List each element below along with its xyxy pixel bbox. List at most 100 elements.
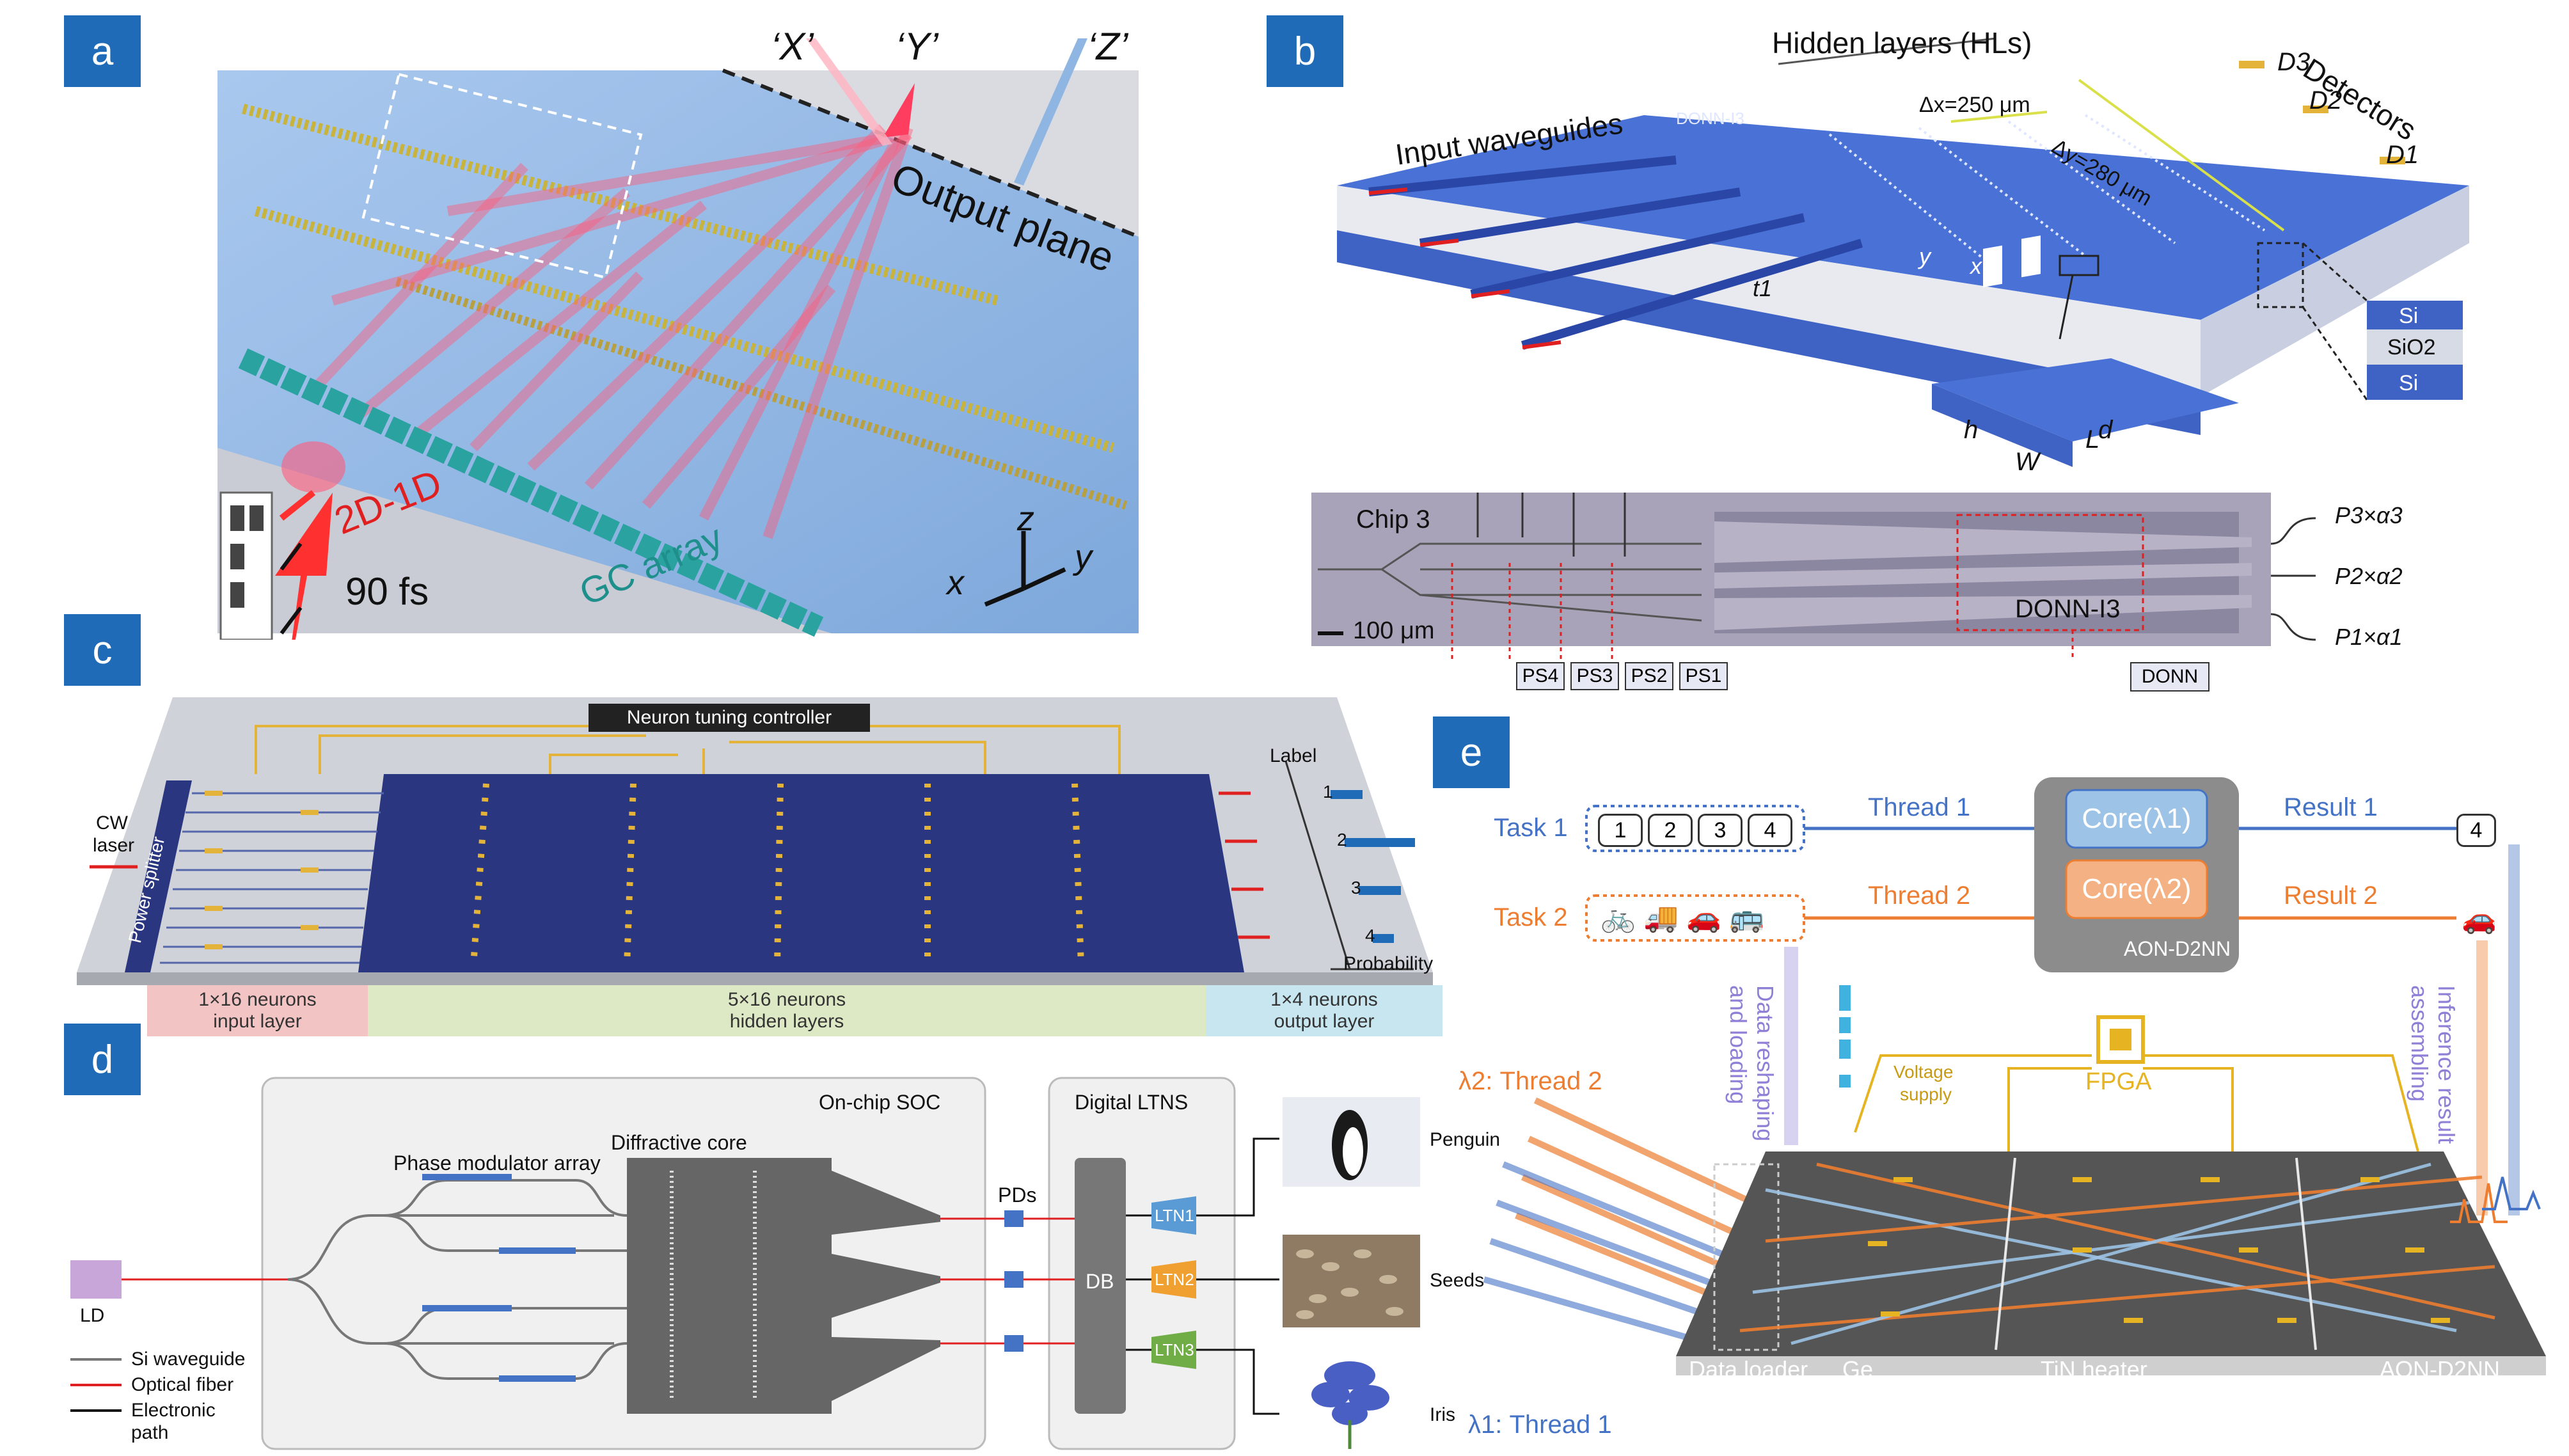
gc-array-bar bbox=[238, 348, 824, 637]
probability-bar-1 bbox=[1331, 790, 1363, 799]
dim-h-label: h bbox=[1964, 416, 1979, 444]
splitter-tree bbox=[160, 792, 384, 964]
panel-c: c Neuron tuning controller CW laser Powe… bbox=[0, 614, 1446, 1036]
chip3-splitter bbox=[1318, 542, 1702, 622]
dy-arrow bbox=[2078, 79, 2285, 232]
cw-laser-line2: laser bbox=[93, 835, 135, 856]
probability-bars bbox=[1331, 790, 1415, 943]
layer-sio2 bbox=[2367, 329, 2463, 365]
d2-label: D2 bbox=[2309, 86, 2343, 115]
truck-icon: 🚚 bbox=[1643, 902, 1679, 933]
output-plane-edge bbox=[722, 68, 1140, 239]
task2-vehicles: 🚲 🚚 🚗 🚌 bbox=[1601, 901, 1764, 934]
p1-label: P1×α1 bbox=[2335, 624, 2403, 650]
zoom-line bbox=[2059, 274, 2074, 340]
phase-modulator-label: Phase modulator array bbox=[393, 1151, 601, 1175]
input-layer-line2: input layer bbox=[213, 1011, 302, 1032]
element-row-1 bbox=[242, 104, 999, 306]
ps4-box: PS4 bbox=[1516, 662, 1565, 690]
t1-label: t1 bbox=[1753, 275, 1773, 301]
voltage-label-line2: supply bbox=[1900, 1084, 1952, 1104]
cw-laser-line1: CW bbox=[96, 812, 128, 834]
data-reshaping-label: Data reshaping and loading bbox=[1725, 985, 1778, 1141]
ps3-box: PS3 bbox=[1570, 662, 1619, 690]
output-label-2: 2 bbox=[1337, 830, 1347, 850]
output-layer-text: 1×4 neurons output layer bbox=[1206, 985, 1443, 1036]
electronic-paths bbox=[1126, 1137, 1279, 1415]
panel-c-badge: c bbox=[64, 614, 141, 686]
diffractive-core-block bbox=[627, 1158, 832, 1414]
panel-e-badge: e bbox=[1433, 716, 1510, 788]
hidden-layer-line1: 5×16 neurons bbox=[727, 989, 846, 1010]
panel-e-illustration bbox=[1483, 777, 2546, 1375]
zoom-box bbox=[2059, 255, 2099, 276]
core2-box bbox=[2065, 859, 2208, 919]
slot-1 bbox=[1983, 245, 2002, 287]
probability-bar-4 bbox=[1373, 934, 1394, 943]
hidden-layer-pattern bbox=[1828, 114, 2266, 270]
d3-label: D3 bbox=[2277, 48, 2311, 76]
chip3-label: Chip 3 bbox=[1356, 505, 1430, 534]
label-axis-title: Label bbox=[1270, 745, 1317, 766]
panel-b-illustration bbox=[1311, 37, 2469, 659]
legend-electronic-1: Electronic bbox=[131, 1400, 216, 1421]
panel-c-illustration bbox=[77, 697, 1443, 1036]
axis-y-label: y bbox=[1075, 538, 1092, 576]
label-z: ‘Z’ bbox=[1087, 25, 1128, 68]
diffractive-core-label: Diffractive core bbox=[611, 1131, 747, 1154]
chip3-horns bbox=[1714, 521, 2252, 630]
detector-d2 bbox=[2303, 106, 2328, 113]
car-icon: 🚗 bbox=[2462, 903, 2497, 935]
ltn1-block bbox=[1151, 1196, 1196, 1235]
hidden-heater-columns bbox=[470, 783, 1084, 967]
chip3-outputs bbox=[2270, 517, 2316, 641]
fpga-label: FPGA bbox=[2085, 1068, 2152, 1095]
fpga-core bbox=[2110, 1029, 2131, 1050]
cross-section-box bbox=[2257, 242, 2304, 308]
chip3-electrodes bbox=[1476, 493, 1626, 557]
dim-l-label: L bbox=[2085, 425, 2100, 454]
layer-si-bottom bbox=[2367, 365, 2463, 400]
output-layer-band bbox=[1206, 985, 1443, 1036]
dim-w-label: W bbox=[2015, 448, 2039, 476]
panel-d-illustration bbox=[70, 1077, 1420, 1450]
ps2-box: PS2 bbox=[1625, 662, 1673, 690]
iris-flower bbox=[1311, 1361, 1389, 1425]
scale-bar-label: 100 μm bbox=[1353, 617, 1435, 644]
chip-right bbox=[2201, 186, 2469, 397]
dx-label: Δx=250 μm bbox=[1919, 93, 2030, 117]
fpga-wires bbox=[1854, 1054, 2419, 1158]
task1-item-2: 2 bbox=[1648, 814, 1693, 847]
output-penguin: Penguin bbox=[1430, 1129, 1501, 1150]
pulse-width-icon bbox=[219, 491, 303, 641]
core1-box bbox=[2065, 789, 2208, 849]
diffraction-beams bbox=[303, 124, 913, 539]
probability-axis-title: Probability bbox=[1343, 953, 1434, 974]
ltn2-label: LTN2 bbox=[1155, 1270, 1194, 1289]
donn-box: DONN bbox=[2130, 662, 2209, 692]
fpga-chip bbox=[2096, 1015, 2145, 1064]
thread2-beams bbox=[1515, 1097, 1755, 1315]
tin-heaters bbox=[1868, 1177, 2450, 1323]
data-stripe bbox=[1839, 985, 1851, 1088]
label-x: ‘X’ bbox=[771, 25, 814, 68]
task2-dotted-box bbox=[1585, 894, 1805, 942]
pds-label: PDs bbox=[998, 1183, 1037, 1207]
controller-label: Neuron tuning controller bbox=[589, 704, 870, 732]
ps-leaders bbox=[1451, 563, 2074, 659]
output-layer-line1: 1×4 neurons bbox=[1270, 989, 1378, 1010]
pulse-arrow-upper bbox=[279, 490, 316, 521]
panel-d-badge: d bbox=[64, 1024, 141, 1095]
detector-d1 bbox=[2380, 157, 2405, 164]
inference-line1: Inference result bbox=[2433, 985, 2460, 1144]
thread2-label: Thread 2 bbox=[1868, 882, 1971, 910]
legend-electronic-2: path bbox=[131, 1422, 169, 1443]
ge-lines bbox=[1995, 1157, 2317, 1350]
donn-chip-label: DONN-I3 bbox=[1676, 109, 1744, 128]
power-splitter-bar bbox=[125, 780, 192, 972]
diffractive-outputs bbox=[832, 1171, 940, 1401]
input-layer-band bbox=[147, 985, 368, 1036]
beam-x bbox=[806, 38, 892, 146]
core2-label: Core(λ2) bbox=[2082, 873, 2192, 905]
axis-y-label: y bbox=[1919, 243, 1931, 269]
